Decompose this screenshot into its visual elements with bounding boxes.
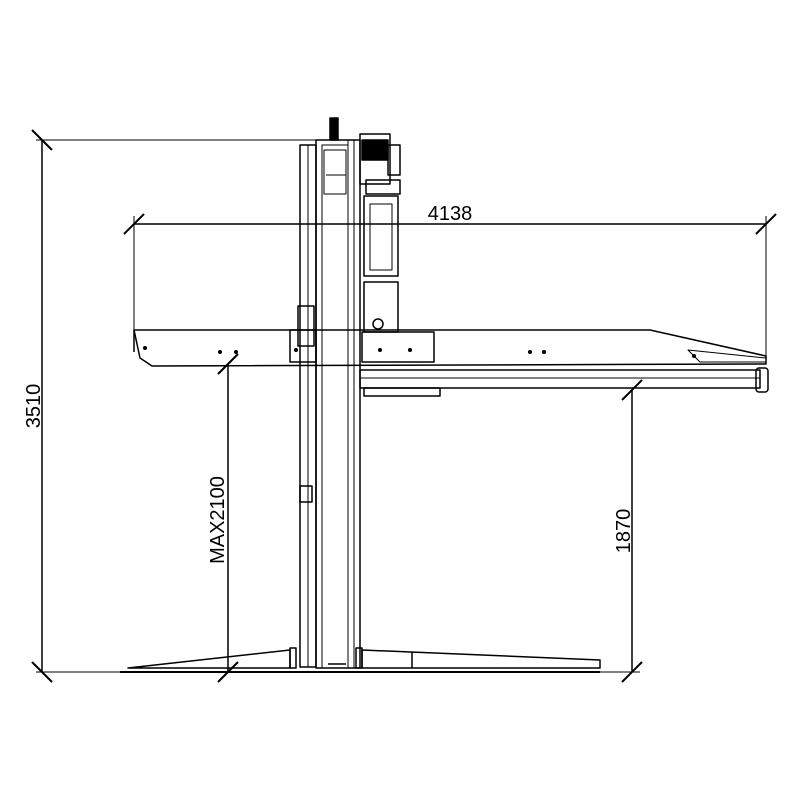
main-column <box>315 117 361 669</box>
platform-height-dimension: 1870 <box>600 379 643 683</box>
support-beam <box>359 367 769 397</box>
motor-unit <box>359 133 401 333</box>
overall-height-dimension: 3510 <box>23 129 332 683</box>
platform-length-label: 4138 <box>428 203 473 225</box>
base-plate <box>120 647 601 673</box>
platform-height-label: 1870 <box>613 509 635 554</box>
platform-deck <box>133 329 767 367</box>
max-clearance-label: MAX2100 <box>207 476 229 564</box>
overall-height-label: 3510 <box>23 384 45 429</box>
max-clearance-dimension: MAX2100 <box>207 353 239 683</box>
platform-length-dimension: 4138 <box>123 203 777 362</box>
